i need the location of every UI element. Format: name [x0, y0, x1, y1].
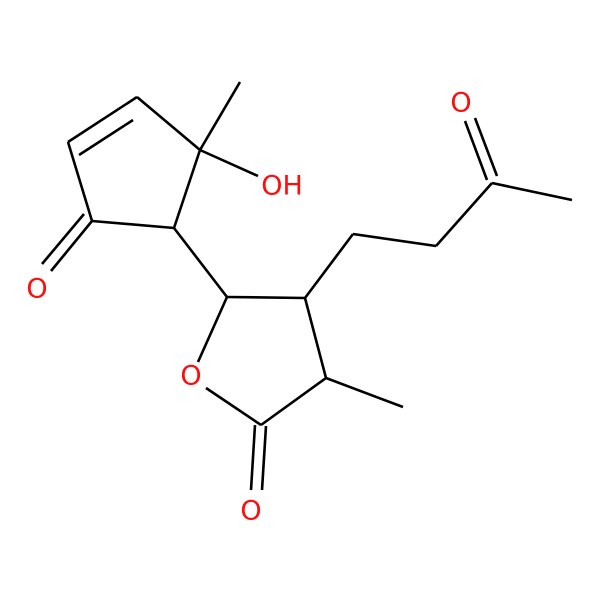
lactone-ring	[196, 295, 404, 491]
ketone-oxygen-label: O	[26, 274, 47, 305]
bond-ketone-c-o-b	[41, 213, 85, 265]
bond-c-c-top-right	[136, 96, 201, 151]
bond-methyl-top	[198, 81, 242, 151]
bond-c-o-ring-left	[196, 296, 229, 363]
bond-c-c-ring-bottom-right	[260, 376, 327, 427]
bond-c-c-top-left	[67, 95, 138, 144]
bond-chain-c-o-b	[473, 117, 499, 177]
bond-ring-link	[172, 227, 229, 298]
bond-o-c-ring-bottom	[205, 386, 262, 427]
bond-chain-2	[352, 232, 437, 248]
bond-chain-methyl	[491, 181, 573, 202]
bond-c-oh	[199, 148, 259, 178]
bond-c-c-bottom	[91, 219, 175, 230]
bond-chain-1	[303, 233, 355, 299]
bond-c-c-ring-top	[226, 295, 306, 300]
bond-methyl-right	[325, 376, 404, 409]
cyclopentenone-ring	[41, 81, 259, 272]
bond-lactone-c-o-b	[260, 425, 268, 491]
hydroxyl-label: OH	[261, 171, 303, 202]
bond-chain-c-o-a	[463, 120, 489, 181]
bond-c-c-double-inner	[78, 118, 134, 157]
side-chain-oxygen-label: O	[450, 88, 471, 119]
bond-lactone-c-o-a	[249, 424, 257, 491]
lactone-carbonyl-oxygen-label: O	[240, 496, 261, 527]
lactone-ring-oxygen-label: O	[180, 361, 201, 392]
bond-chain-3	[435, 182, 493, 247]
bond-c-c-left	[66, 141, 94, 222]
bond-ketone-c-o-a	[49, 220, 94, 272]
bond-c-c-right	[172, 149, 202, 229]
bond-c-c-ring-right	[303, 297, 328, 379]
oxobutyl-side-chain	[303, 117, 573, 299]
